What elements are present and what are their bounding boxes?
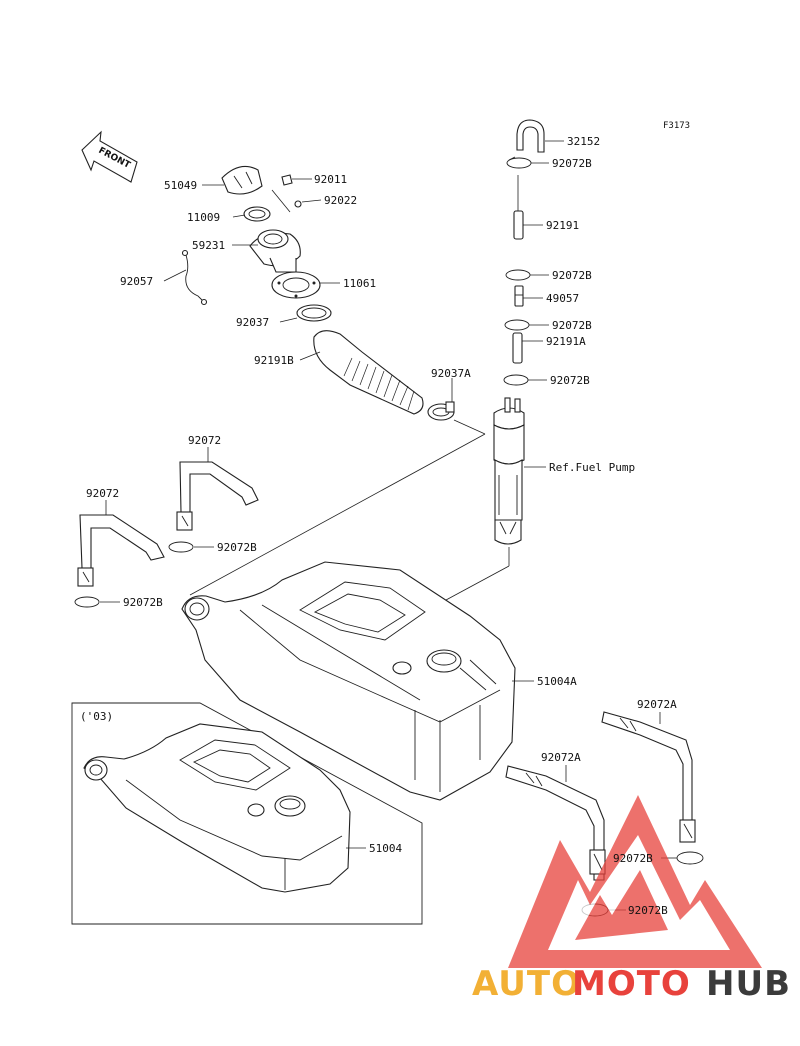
fuel-tank-51004A — [181, 561, 516, 801]
label-92072B-4: 92072B — [550, 374, 590, 387]
clamp-92072B-7 — [676, 851, 704, 865]
label-51004A: 51004A — [537, 675, 577, 688]
washer-92022 — [294, 200, 302, 208]
vent-line-stack — [493, 119, 545, 545]
tank-band-92072A-right — [601, 711, 696, 843]
fuel-pump-assembly — [493, 397, 525, 545]
label-11009: 11009 — [187, 211, 220, 224]
label-92072B-5: 92072B — [217, 541, 257, 554]
label-92072B-6: 92072B — [123, 596, 163, 609]
valve-49057 — [514, 285, 524, 307]
front-arrow-icon: FRONT — [81, 130, 138, 183]
label-92191A: 92191A — [546, 335, 586, 348]
hose-92191A — [512, 332, 523, 364]
label-ref-fuel-pump: Ref.Fuel Pump — [549, 461, 635, 474]
clamp-92072B-4 — [503, 374, 529, 386]
label-92037A: 92037A — [431, 367, 471, 380]
label-92072-lower: 92072 — [86, 487, 119, 500]
label-92011: 92011 — [314, 173, 347, 186]
label-51004: 51004 — [369, 842, 402, 855]
automotohub-watermark: AUTO MOTO HUB — [472, 795, 791, 1004]
tank-band-92072-upper — [176, 461, 259, 531]
label-92057: 92057 — [120, 275, 153, 288]
clamp-92072B-2 — [505, 269, 531, 281]
label-92072B-8: 92072B — [628, 904, 668, 917]
label-51049: 51049 — [164, 179, 197, 192]
filler-hose-92191B — [313, 330, 424, 415]
filler-neck-59231 — [249, 229, 301, 273]
label-92037: 92037 — [236, 316, 269, 329]
label-11061: 11061 — [343, 277, 376, 290]
watermark-auto: AUTO — [472, 964, 581, 1004]
clamp-92072B-6 — [74, 596, 100, 608]
tank-band-92072-lower — [77, 514, 165, 587]
screw-92011 — [281, 174, 293, 186]
label-49057: 49057 — [546, 292, 579, 305]
leader-lines-left — [163, 178, 486, 596]
leader-lines-bands-left — [100, 447, 214, 603]
inset-label: ('03) — [80, 710, 113, 723]
label-92022: 92022 — [324, 194, 357, 207]
vent-tube-32152 — [516, 119, 545, 153]
label-92072-upper: 92072 — [188, 434, 221, 447]
hose-92191 — [513, 210, 524, 240]
label-92072B-1: 92072B — [552, 157, 592, 170]
label-92072A-right: 92072A — [637, 698, 677, 711]
clamp-92072B-3 — [504, 319, 530, 331]
fuel-tank-51004 — [83, 723, 351, 893]
label-59231: 59231 — [192, 239, 225, 252]
gasket-11009 — [243, 206, 271, 222]
label-92191B: 92191B — [254, 354, 294, 367]
inset-03: ('03) — [71, 702, 423, 925]
clamp-92072B-5 — [168, 541, 194, 553]
cable-92057 — [184, 251, 205, 303]
filler-cap-51049 — [221, 165, 263, 195]
label-92072B-2: 92072B — [552, 269, 592, 282]
part-labels: 32152 92072B 92191 92072B 49057 92072B 9… — [86, 135, 635, 855]
automotohub-logo-icon — [508, 795, 762, 968]
label-92072A-left: 92072A — [541, 751, 581, 764]
figure-code: F3173 — [663, 121, 690, 131]
leader-lines-right — [445, 140, 564, 601]
watermark-hub: HUB — [706, 964, 791, 1004]
label-92072B-3: 92072B — [552, 319, 592, 332]
label-92191: 92191 — [546, 219, 579, 232]
watermark-moto: MOTO — [572, 964, 691, 1004]
label-92072B-7: 92072B — [613, 852, 653, 865]
filler-components — [181, 165, 455, 421]
label-32152: 32152 — [567, 135, 600, 148]
gasket-11061 — [271, 271, 321, 299]
